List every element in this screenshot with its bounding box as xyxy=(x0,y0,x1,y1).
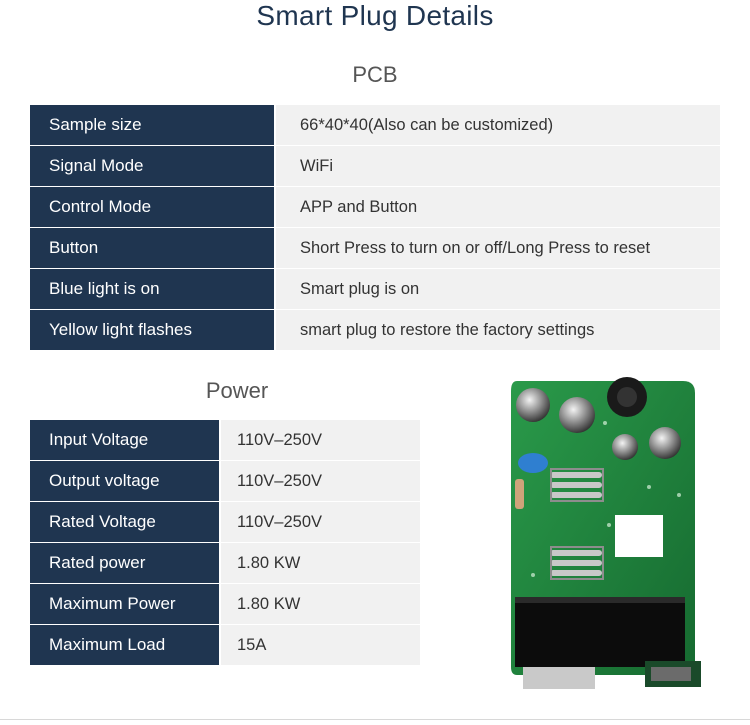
table-row: Control Mode APP and Button xyxy=(30,187,720,227)
table-row: Yellow light flashes smart plug to resto… xyxy=(30,310,720,350)
spec-value: APP and Button xyxy=(276,187,720,227)
pcb-section-title: PCB xyxy=(352,62,398,87)
spec-label: Input Voltage xyxy=(30,420,219,460)
table-row: Maximum Load 15A xyxy=(30,625,420,665)
spec-value: 110V–250V xyxy=(221,502,420,542)
spec-label: Button xyxy=(30,228,274,268)
spec-value: Smart plug is on xyxy=(276,269,720,309)
table-row: Rated power 1.80 KW xyxy=(30,543,420,583)
spec-label: Rated Voltage xyxy=(30,502,219,542)
spec-label: Control Mode xyxy=(30,187,274,227)
spec-label: Yellow light flashes xyxy=(30,310,274,350)
table-row: Button Short Press to turn on or off/Lon… xyxy=(30,228,720,268)
spec-label: Output voltage xyxy=(30,461,219,501)
spec-label: Sample size xyxy=(30,105,274,145)
spec-label: Signal Mode xyxy=(30,146,274,186)
pcb-spec-table: Sample size 66*40*40(Also can be customi… xyxy=(30,105,720,350)
spec-value: 1.80 KW xyxy=(221,584,420,624)
power-section-title: Power xyxy=(205,378,269,403)
spec-value: 15A xyxy=(221,625,420,665)
spec-label: Maximum Power xyxy=(30,584,219,624)
table-row: Sample size 66*40*40(Also can be customi… xyxy=(30,105,720,145)
bottom-divider xyxy=(0,719,750,720)
spec-value: smart plug to restore the factory settin… xyxy=(276,310,720,350)
spec-value: WiFi xyxy=(276,146,720,186)
page-title: Smart Plug Details xyxy=(256,0,494,31)
spec-label: Maximum Load xyxy=(30,625,219,665)
spec-label: Rated power xyxy=(30,543,219,583)
spec-value: 1.80 KW xyxy=(221,543,420,583)
table-row: Output voltage 110V–250V xyxy=(30,461,420,501)
spec-value: 66*40*40(Also can be customized) xyxy=(276,105,720,145)
spec-value: Short Press to turn on or off/Long Press… xyxy=(276,228,720,268)
spec-value: 110V–250V xyxy=(221,461,420,501)
spec-value: 110V–250V xyxy=(221,420,420,460)
table-row: Maximum Power 1.80 KW xyxy=(30,584,420,624)
table-row: Rated Voltage 110V–250V xyxy=(30,502,420,542)
spec-label: Blue light is on xyxy=(30,269,274,309)
pcb-board-image xyxy=(511,377,701,689)
table-row: Blue light is on Smart plug is on xyxy=(30,269,720,309)
table-row: Input Voltage 110V–250V xyxy=(30,420,420,460)
table-row: Signal Mode WiFi xyxy=(30,146,720,186)
power-spec-table: Input Voltage 110V–250V Output voltage 1… xyxy=(30,420,420,665)
